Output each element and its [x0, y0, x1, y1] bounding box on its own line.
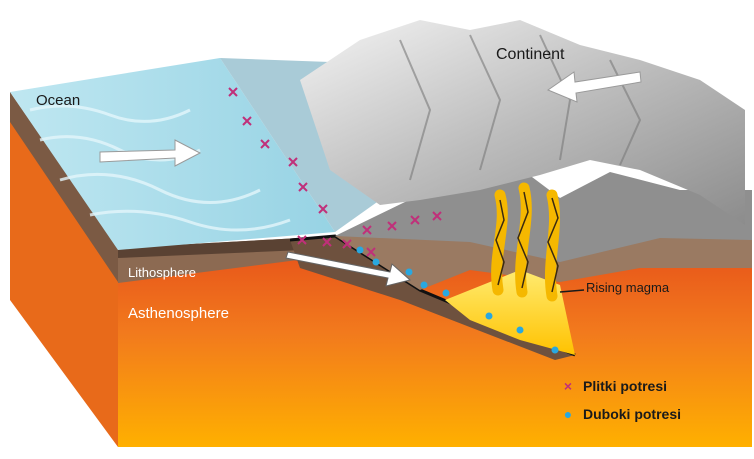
label-rising-magma: Rising magma [586, 280, 670, 295]
dot-marker-icon [485, 312, 493, 320]
cross-marker-icon [297, 235, 307, 245]
label-lithosphere: Lithosphere [128, 265, 196, 280]
cross-marker-icon [318, 204, 328, 214]
label-ocean: Ocean [36, 92, 81, 109]
arrow-right-icon [99, 139, 202, 167]
legend-item-shallow: × Plitki potresi [557, 372, 681, 400]
legend-label-shallow: Plitki potresi [583, 378, 668, 394]
rising-magma-columns [491, 182, 560, 302]
cross-marker-icon [298, 182, 308, 192]
cross-marker-icon [288, 157, 298, 167]
left-face-lithosphere [10, 92, 118, 282]
dot-marker-icon [420, 281, 428, 289]
asthenosphere-front-face [118, 240, 752, 447]
dot-marker-icon [551, 346, 559, 354]
cross-marker-icon [260, 139, 270, 149]
cross-marker-icon [410, 215, 420, 225]
shallow-quake-markers [228, 87, 442, 257]
deep-quake-markers [356, 246, 559, 354]
dot-marker-icon: ● [563, 406, 573, 422]
magma-melt-zone [445, 270, 575, 355]
arrow-left-icon [546, 71, 642, 103]
label-asthenosphere: Asthenosphere [128, 305, 229, 322]
cross-marker-icon [362, 225, 372, 235]
cross-marker-icon [322, 237, 332, 247]
continental-lithosphere [335, 228, 752, 290]
cross-marker-icon [387, 221, 397, 231]
cross-marker-icon [432, 211, 442, 221]
rising-magma-leader [559, 289, 585, 293]
cross-marker-icon [242, 116, 252, 126]
cross-marker-icon [228, 87, 238, 97]
dot-marker-icon [356, 246, 364, 254]
legend: × Plitki potresi ● Duboki potresi [557, 372, 681, 428]
dot-marker-icon [405, 268, 413, 276]
cross-marker-icon [342, 239, 352, 249]
block-left-face [10, 92, 118, 447]
label-continent: Continent [496, 46, 565, 63]
dot-marker-icon [442, 289, 450, 297]
legend-item-deep: ● Duboki potresi [557, 400, 681, 428]
legend-label-deep: Duboki potresi [583, 406, 682, 422]
dot-marker-icon [516, 326, 524, 334]
cross-marker-icon: × [563, 378, 573, 394]
cross-marker-icon [366, 247, 376, 257]
arrow-right-icon [285, 251, 412, 287]
dot-marker-icon [372, 258, 380, 266]
